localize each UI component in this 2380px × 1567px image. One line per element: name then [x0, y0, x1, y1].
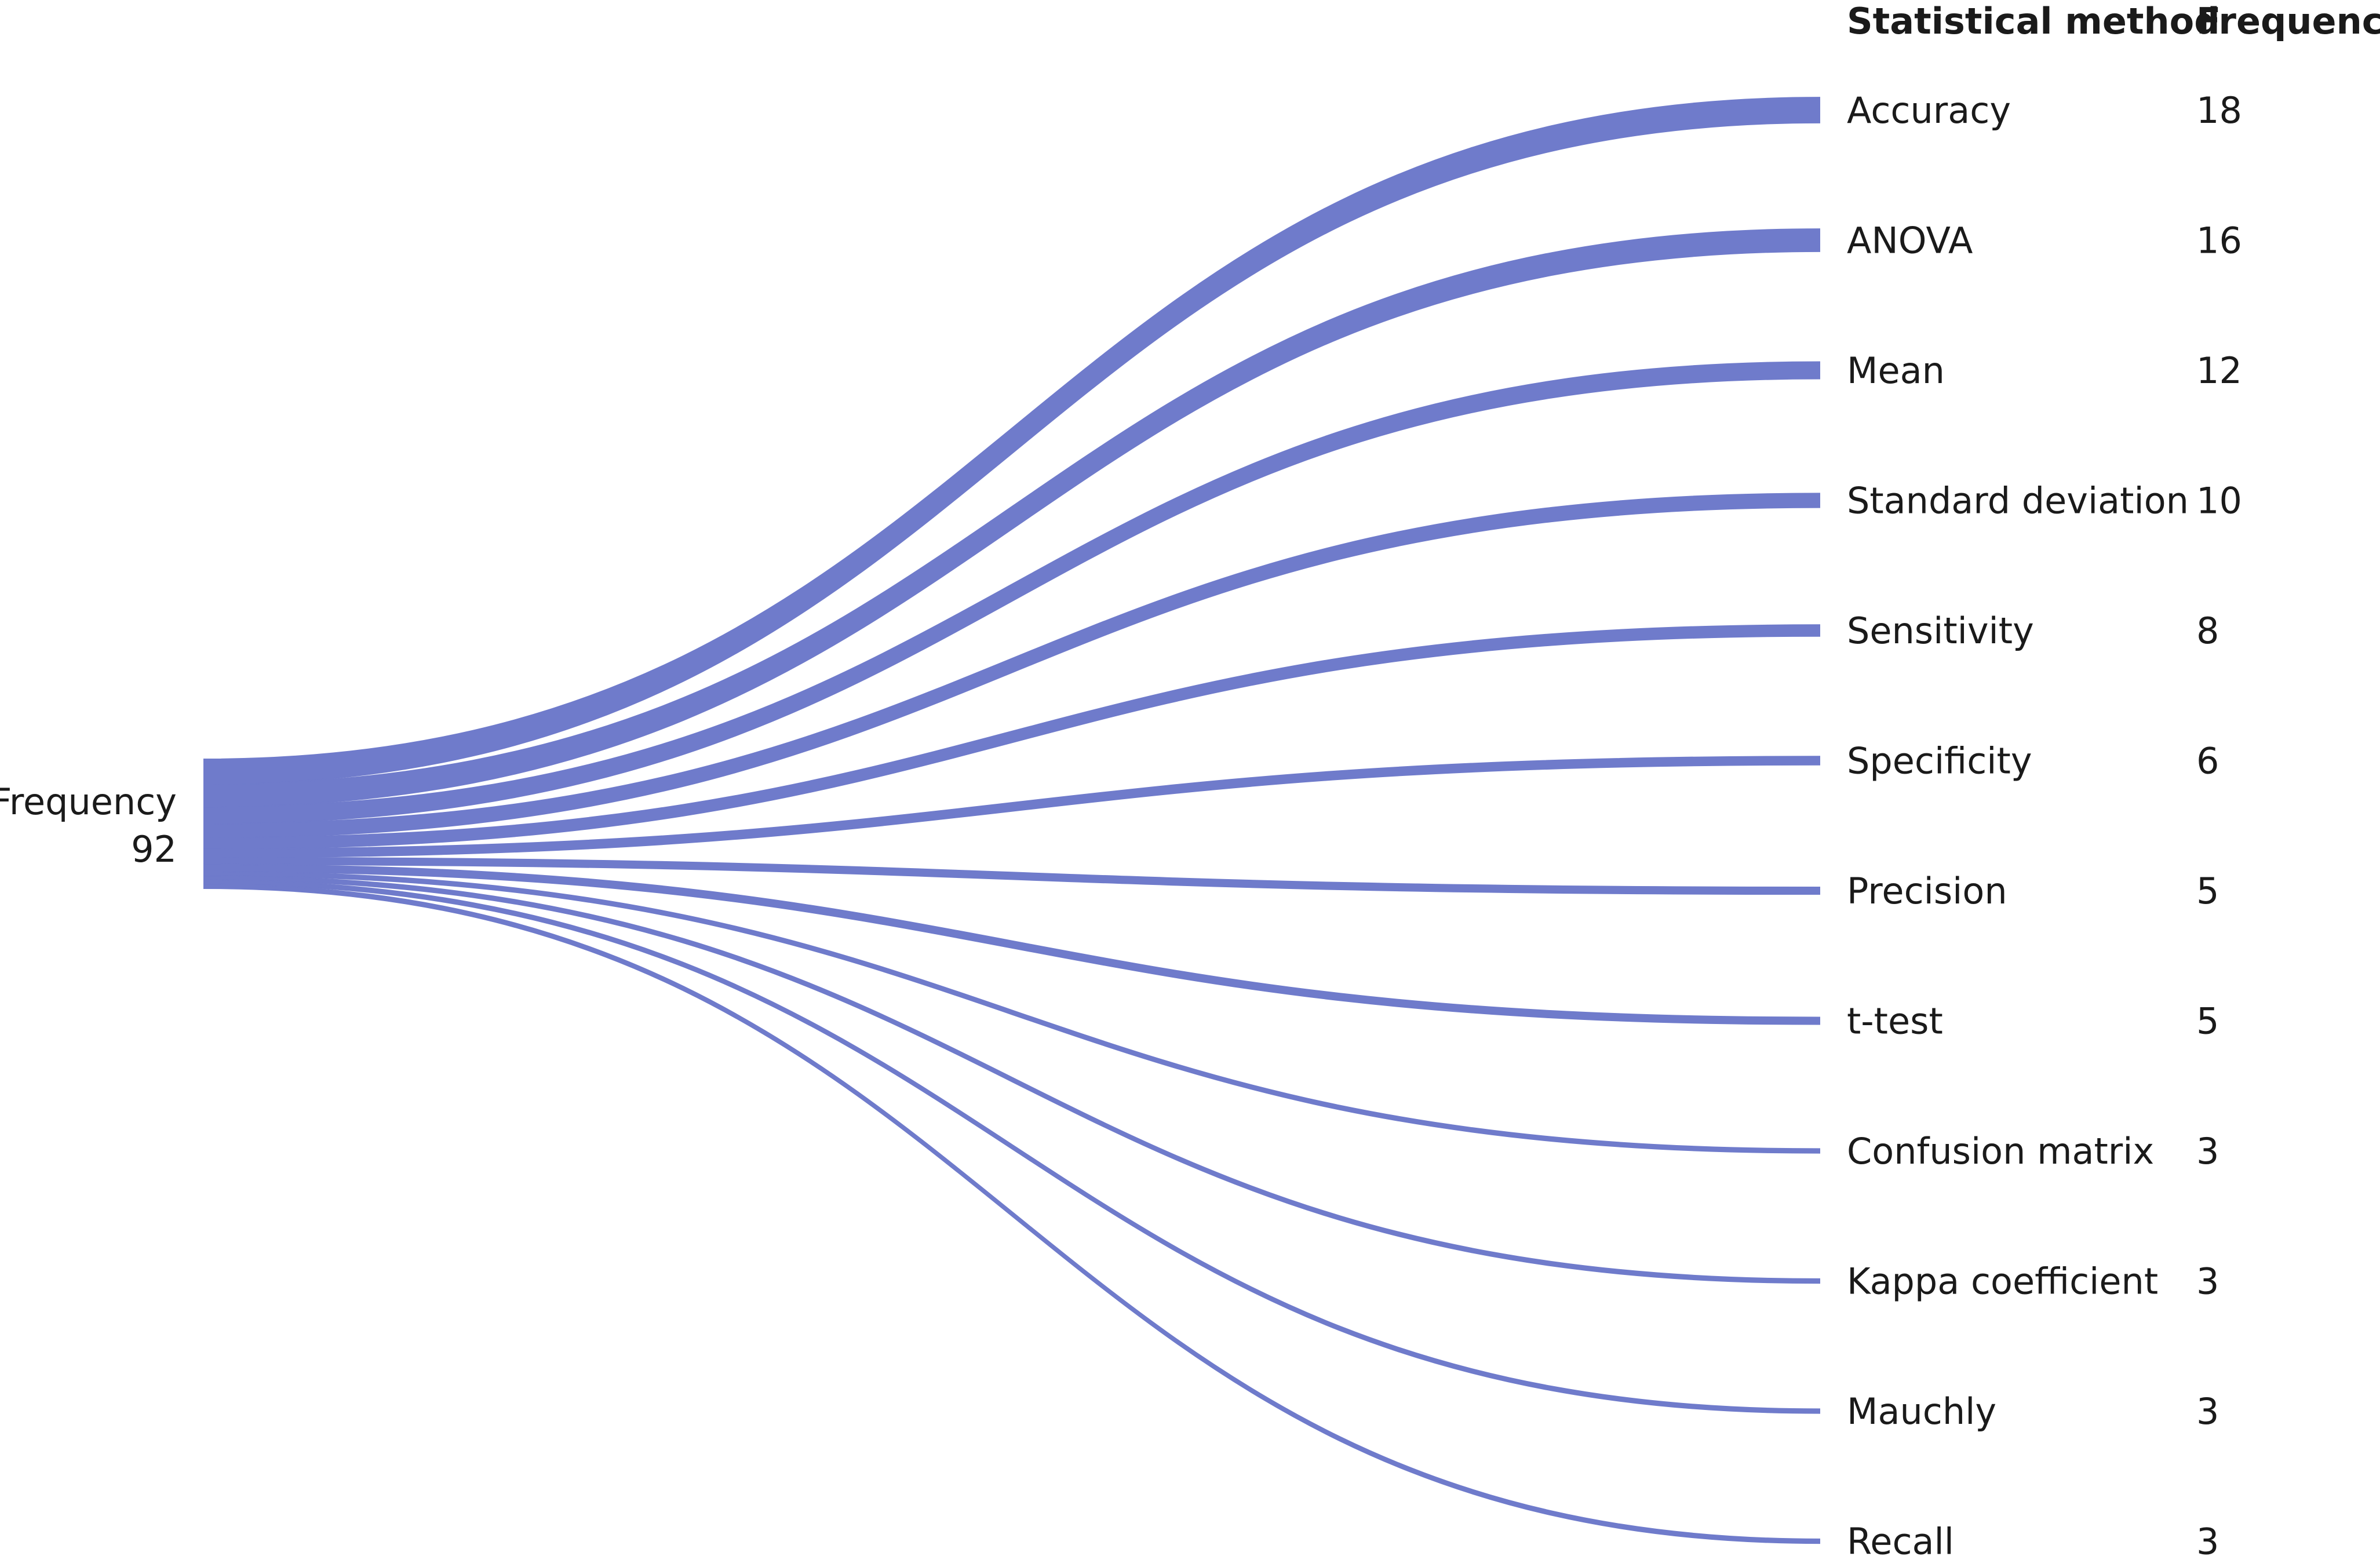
header-statistical-method: Statistical method: [1847, 0, 2220, 42]
frequency-value: 12: [2196, 349, 2242, 392]
frequency-value: 16: [2196, 220, 2242, 262]
frequency-value: 3: [2196, 1130, 2219, 1172]
flow-sensitivity: [203, 624, 1820, 850]
category-label: Mauchly: [1847, 1390, 1996, 1433]
flow-recall: [203, 883, 1820, 1544]
category-label: Recall: [1847, 1521, 1954, 1563]
flow-anova: [203, 228, 1820, 808]
category-label: Kappa coefficient: [1847, 1260, 2158, 1303]
flow-specificity: [203, 756, 1820, 858]
frequency-value: 3: [2196, 1260, 2219, 1303]
source-label: Frequency: [0, 781, 177, 823]
flow-standard-deviation: [203, 493, 1820, 839]
category-label: Precision: [1847, 870, 2007, 912]
frequency-value: 10: [2196, 480, 2242, 522]
category-label: Confusion matrix: [1847, 1130, 2154, 1172]
flow-mauchly: [203, 879, 1820, 1414]
category-label: Sensitivity: [1847, 610, 2034, 652]
category-label: t-test: [1847, 1000, 1943, 1043]
source-value: 92: [131, 828, 177, 870]
frequency-value: 5: [2196, 870, 2219, 912]
flow-accuracy: [203, 97, 1820, 785]
flow-group: [203, 97, 1820, 1544]
flow-mean: [203, 361, 1820, 825]
flow-t-test: [203, 863, 1820, 1025]
flow-precision: [203, 857, 1820, 895]
frequency-value: 5: [2196, 1000, 2219, 1043]
frequency-value: 3: [2196, 1521, 2219, 1563]
flow-kappa-coefficient: [203, 875, 1820, 1284]
frequency-value: 18: [2196, 89, 2242, 132]
category-label: Mean: [1847, 349, 1945, 392]
frequency-value: 8: [2196, 610, 2219, 652]
frequency-value: 3: [2196, 1390, 2219, 1433]
header-frequency: Frequency: [2196, 0, 2380, 42]
category-label: ANOVA: [1847, 220, 1973, 262]
category-label: Accuracy: [1847, 89, 2011, 132]
flow-confusion-matrix: [203, 870, 1820, 1154]
frequency-value: 6: [2196, 740, 2219, 782]
category-label: Specificity: [1847, 740, 2032, 782]
category-label: Standard deviation: [1847, 480, 2189, 522]
